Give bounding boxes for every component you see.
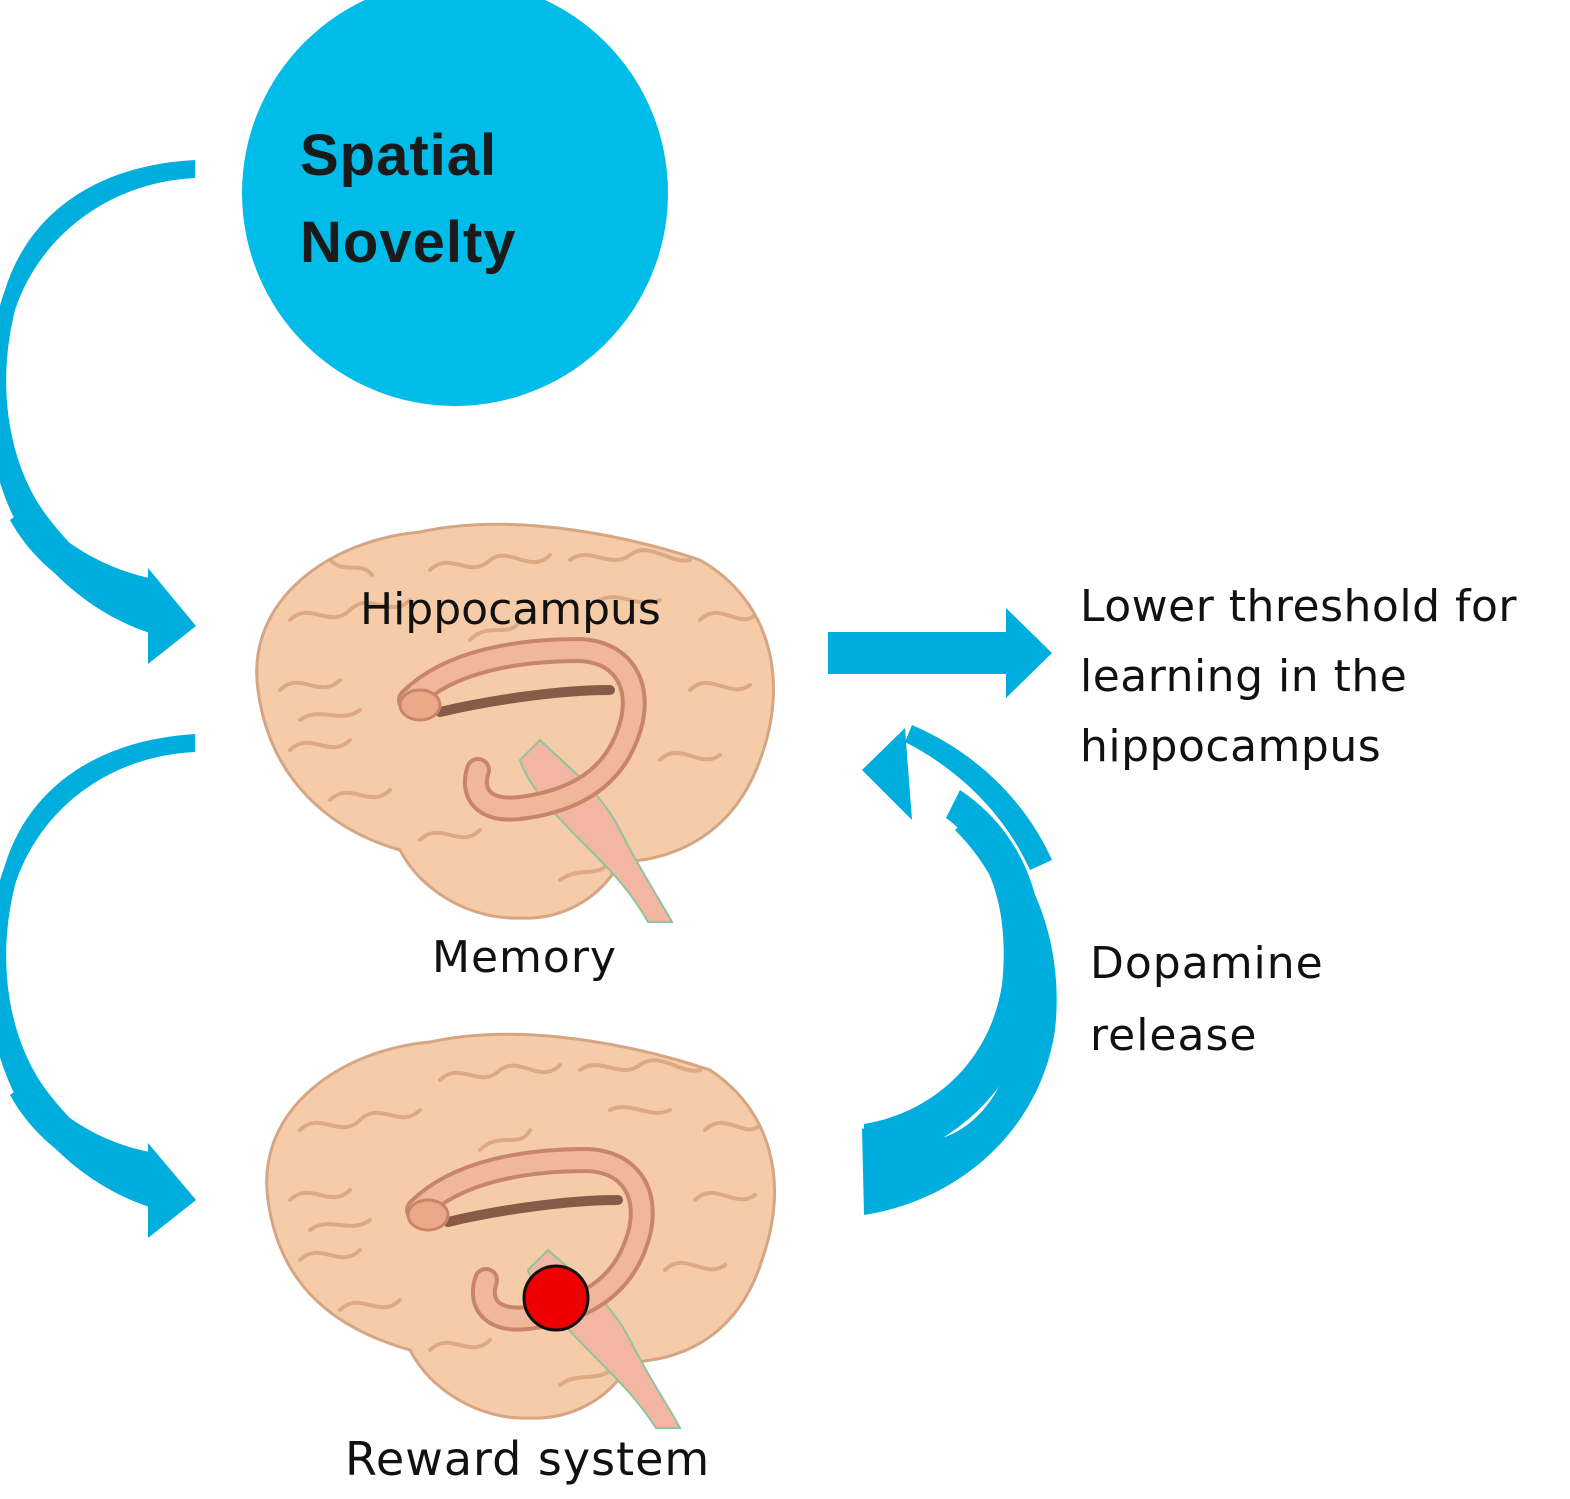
red-dot-icon [522, 1264, 590, 1332]
hippocampus-label: Hippocampus [360, 584, 661, 635]
arrow-to-outcome [828, 608, 1052, 698]
memory-label: Memory [432, 932, 617, 983]
dopamine-release-label: Dopamine release [1090, 938, 1324, 1061]
reward-system-label: Reward system [345, 1432, 711, 1486]
spatial-novelty-circle [242, 0, 668, 406]
arrow-dopamine-release [862, 725, 1057, 1215]
spatial-novelty-label: Spatial Novelty [300, 123, 517, 275]
brain-top-illustration [255, 522, 775, 923]
brain-bottom-illustration [265, 1032, 776, 1429]
arrow-hippocampus-to-reward [0, 734, 196, 1238]
outcome-label: Lower threshold for learning in the hipp… [1080, 581, 1517, 772]
arrow-novelty-to-hippocampus [0, 160, 196, 664]
